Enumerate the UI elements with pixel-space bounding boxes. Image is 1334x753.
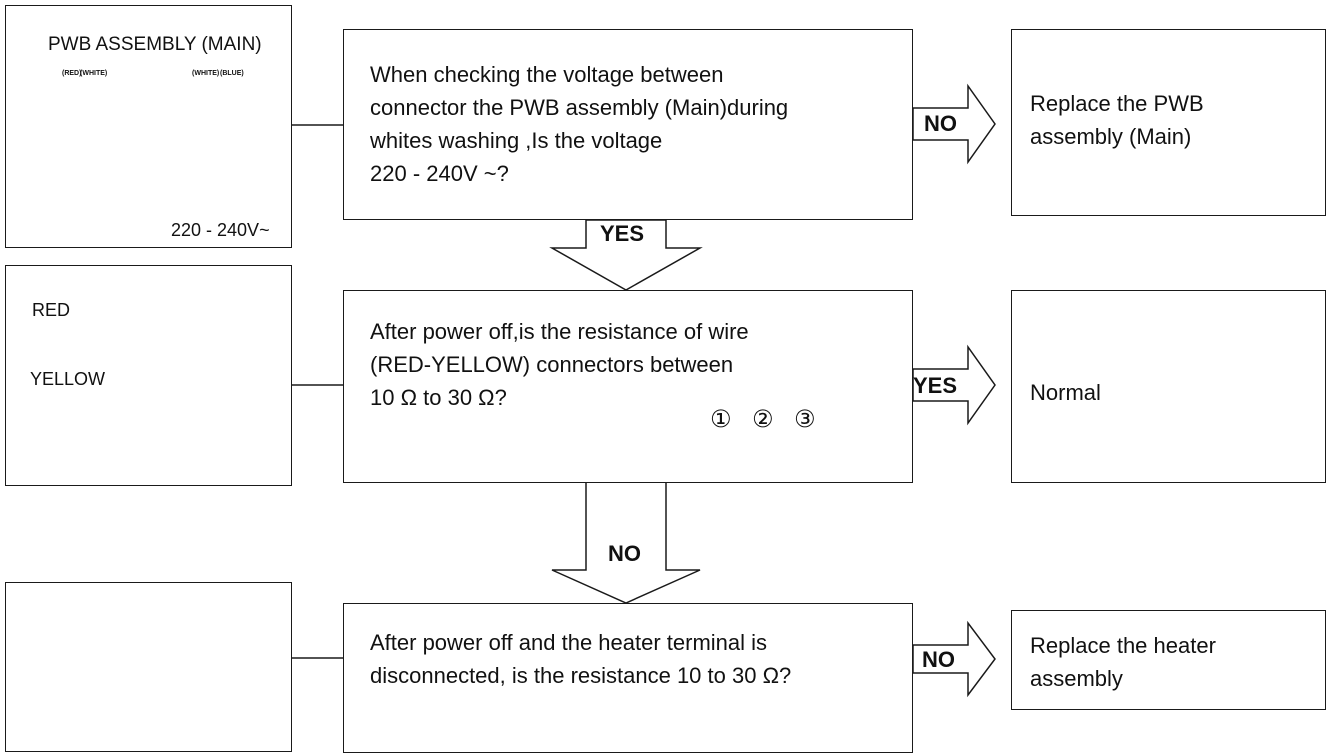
wire-blue-label: (BLUE) [220, 70, 244, 77]
wire-white-label: (WHITE) [80, 70, 108, 77]
wire-red-label: (RED) [62, 70, 82, 77]
result-line: Replace the heater [1030, 633, 1216, 658]
question-line: connector the PWB assembly (Main)during [370, 95, 789, 120]
question-line: After power off and the heater terminal … [370, 630, 768, 655]
question-box-voltage: When checking the voltage between connec… [343, 29, 913, 220]
question-line: When checking the voltage between [370, 62, 724, 87]
result-box-replace-pwb: Replace the PWB assembly (Main) [1011, 29, 1326, 216]
result-line: Replace the PWB [1030, 91, 1204, 116]
wire-white2-label: (WHITE) [192, 70, 220, 77]
pwb-illustration-panel: PWB ASSEMBLY (MAIN) (RED) (WHITE) (WHITE… [5, 5, 292, 248]
result-line: Normal [1030, 380, 1101, 405]
question-line: whites washing ,Is the voltage [370, 128, 663, 153]
arrow-right-row1 [912, 83, 996, 165]
arrow-right-row2 [912, 344, 996, 426]
arrow-down-2 [551, 481, 701, 604]
question-line: 10 Ω to 30 Ω? [370, 385, 507, 410]
result-line: assembly [1030, 666, 1123, 691]
voltage-label: 220 - 240V~ [171, 220, 270, 240]
pin-1: ① [710, 406, 732, 433]
question-line: disconnected, is the resistance 10 to 30… [370, 663, 792, 688]
pwb-title: PWB ASSEMBLY (MAIN) [48, 34, 262, 55]
heater-illustration-panel [5, 582, 292, 752]
result-line: assembly (Main) [1030, 124, 1192, 149]
wire-yellow-label: YELLOW [30, 369, 106, 389]
no-label-row3: NO [922, 647, 955, 672]
result-box-normal: Normal [1011, 290, 1326, 483]
arrow-down-1 [549, 219, 703, 291]
no-label-row1: NO [924, 111, 957, 136]
question-line: (RED-YELLOW) connectors between [370, 352, 734, 377]
pin-3: ③ [794, 406, 816, 433]
pin-2: ② [752, 406, 774, 433]
yes-label-row2: YES [913, 373, 958, 398]
no-label-down: NO [608, 541, 641, 566]
question-box-resistance: After power off,is the resistance of wir… [343, 290, 913, 483]
question-line: After power off,is the resistance of wir… [370, 319, 749, 344]
connector-illustration-panel: RED YELLOW [5, 265, 292, 486]
yes-label-down: YES [600, 221, 645, 246]
result-box-replace-heater: Replace the heater assembly [1011, 610, 1326, 710]
question-line: 220 - 240V ~? [370, 161, 509, 186]
wire-red-label: RED [32, 300, 71, 320]
question-box-heater: After power off and the heater terminal … [343, 603, 913, 753]
arrow-right-row3 [912, 620, 996, 698]
